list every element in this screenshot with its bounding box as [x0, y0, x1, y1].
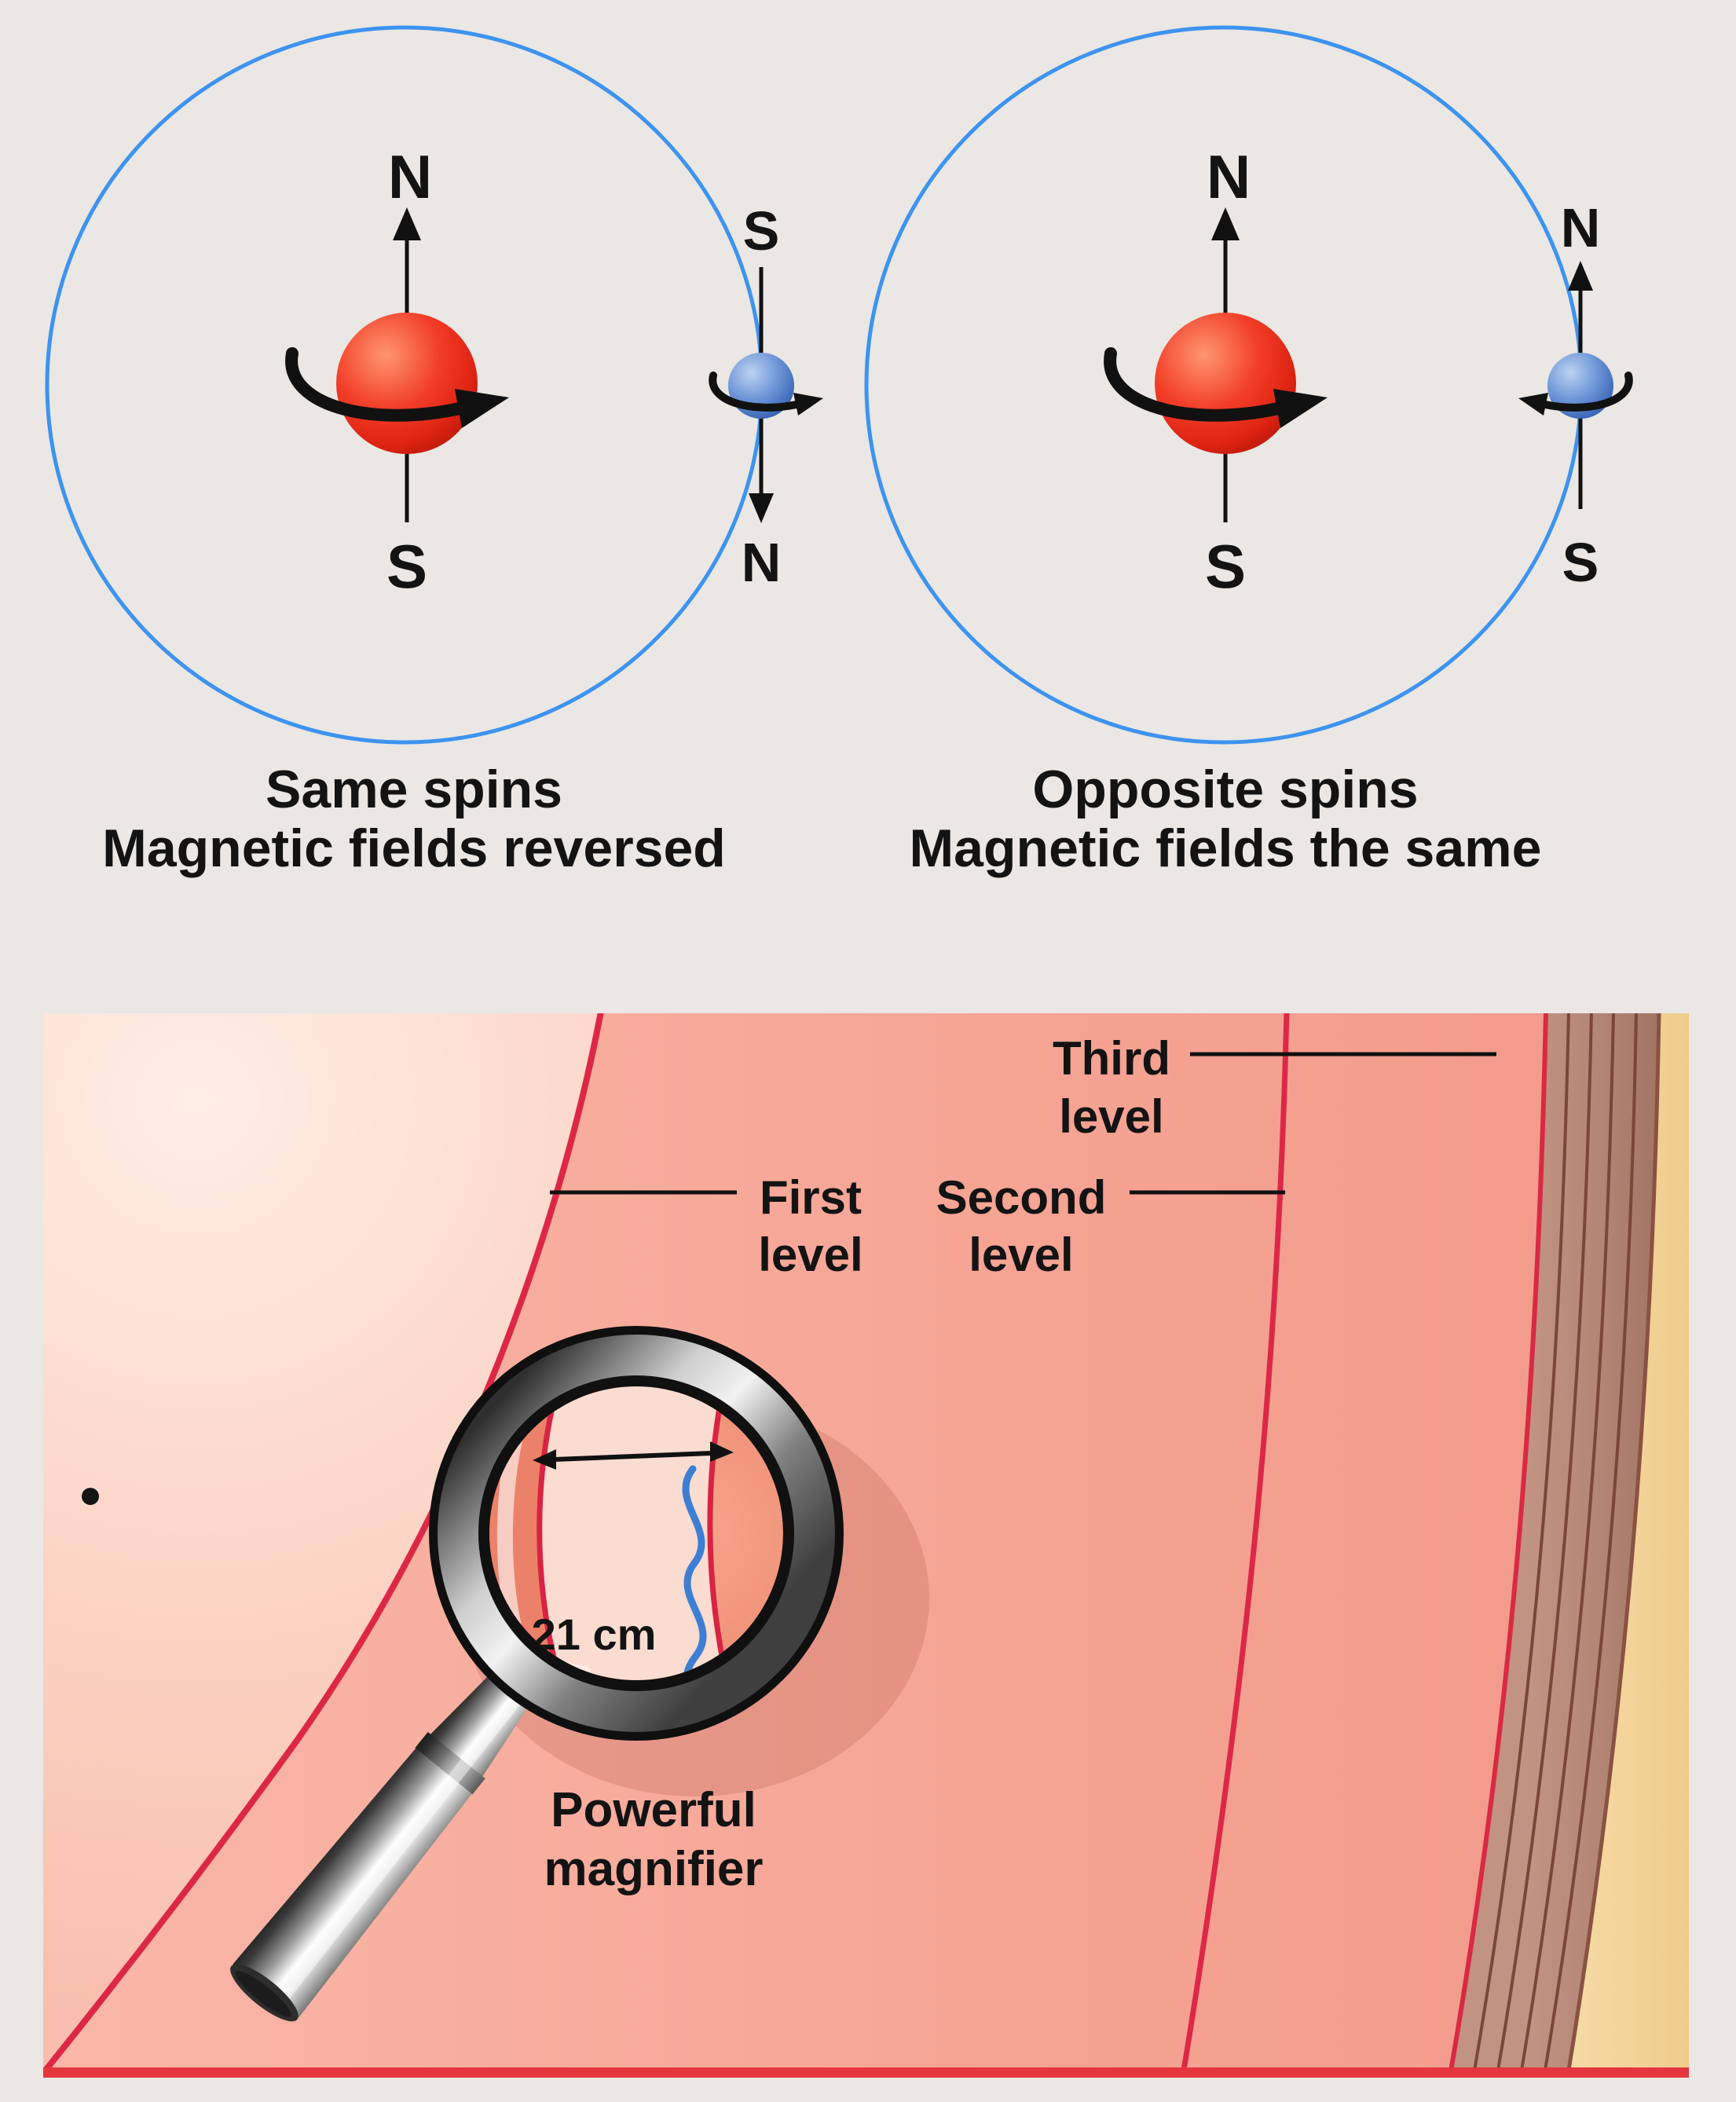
second-level-arc: [1179, 1013, 1290, 2078]
atom-opposite-spins: N S N S Opposite spins Magnetic fields t…: [864, 25, 1633, 878]
proton-spin-arrow-icon: [285, 347, 466, 422]
first-level-label-line1: First: [760, 1171, 862, 1224]
lens-first-arc: [537, 1386, 564, 1680]
level-labels: Third level First level Second level: [550, 1032, 1496, 1281]
band-line: [1495, 1013, 1593, 2078]
proton-north-label: N: [388, 142, 432, 211]
handle-end-cap-core: [235, 1971, 291, 2017]
magnifier-handle: [230, 1663, 537, 2022]
third-level-label-line2: level: [1059, 1090, 1163, 1143]
proton-sphere: [1155, 313, 1296, 454]
magnifier: 21 cm Powerful magnifier: [230, 1326, 929, 2022]
band-line: [1471, 1013, 1570, 2078]
axis-up-arrow-icon: [393, 207, 421, 240]
magnifier-caption-line2: magnifier: [544, 1842, 763, 1896]
wavelength-label: 21 cm: [532, 1609, 657, 1659]
third-level-arc: [1447, 1013, 1548, 2078]
proton-spin-arrowhead-icon: [455, 389, 509, 428]
caption-line1: Same spins: [266, 760, 562, 819]
handle-collar: [415, 1732, 485, 1795]
third-level-label-line1: Third: [1053, 1032, 1170, 1085]
band-line: [1542, 1013, 1638, 2078]
caption-line1: Opposite spins: [1032, 760, 1418, 819]
proton-spin-arrow-icon: [1104, 347, 1284, 422]
first-level-region: [43, 1013, 601, 2074]
panel-bottom-edge: [43, 2067, 1689, 2078]
second-level-label-line2: level: [969, 1229, 1073, 1281]
outer-region: [1567, 1013, 1689, 2078]
electron-spin-arrow-icon: [1541, 372, 1633, 412]
lens-second-arc: [707, 1386, 732, 1680]
first-level-label-line2: level: [758, 1229, 863, 1281]
proton-sphere: [336, 313, 478, 454]
handle-highlight: [272, 1684, 531, 2006]
electron-spin-arrowhead-icon: [1518, 393, 1548, 416]
handle-collar-shade: [415, 1732, 485, 1795]
wavelength-arrow-icon: [554, 1451, 712, 1462]
proton-spin-arrowhead-icon: [1273, 389, 1328, 428]
proton-north-label: N: [1207, 142, 1251, 211]
electron-south-label: S: [1562, 532, 1599, 593]
axis-down-arrow-icon: [749, 493, 774, 523]
electron-north-label: N: [1561, 197, 1601, 258]
band-outer-edge: [1565, 1013, 1661, 2078]
electron-spin-arrow-icon: [709, 372, 800, 412]
third-level-band: [1449, 1013, 1659, 2078]
band-line: [1518, 1013, 1615, 2078]
axis-up-arrow-icon: [1568, 261, 1593, 291]
second-level-label-line1: Second: [936, 1171, 1107, 1224]
electron-south-label: S: [743, 200, 780, 262]
axis-up-arrow-icon: [1211, 207, 1240, 240]
electron-spin-arrowhead-icon: [793, 393, 823, 416]
first-level-arc: [43, 1013, 604, 2078]
proton-south-label: S: [1205, 532, 1246, 601]
proton-south-label: S: [386, 532, 427, 601]
atom-same-spins: N S S N Same spins Magnetic fields rever…: [45, 25, 823, 878]
handle-grip: [233, 1748, 472, 2018]
electron-north-label: N: [742, 532, 782, 593]
magnifier-caption-line1: Powerful: [551, 1783, 756, 1837]
wavelength-arrowhead-left-icon: [533, 1449, 556, 1470]
caption-line2: Magnetic fields the same: [910, 818, 1542, 878]
caption-line2: Magnetic fields reversed: [102, 818, 726, 878]
wavelength-arrowhead-right-icon: [710, 1441, 734, 1462]
dot-marker: [82, 1488, 99, 1505]
